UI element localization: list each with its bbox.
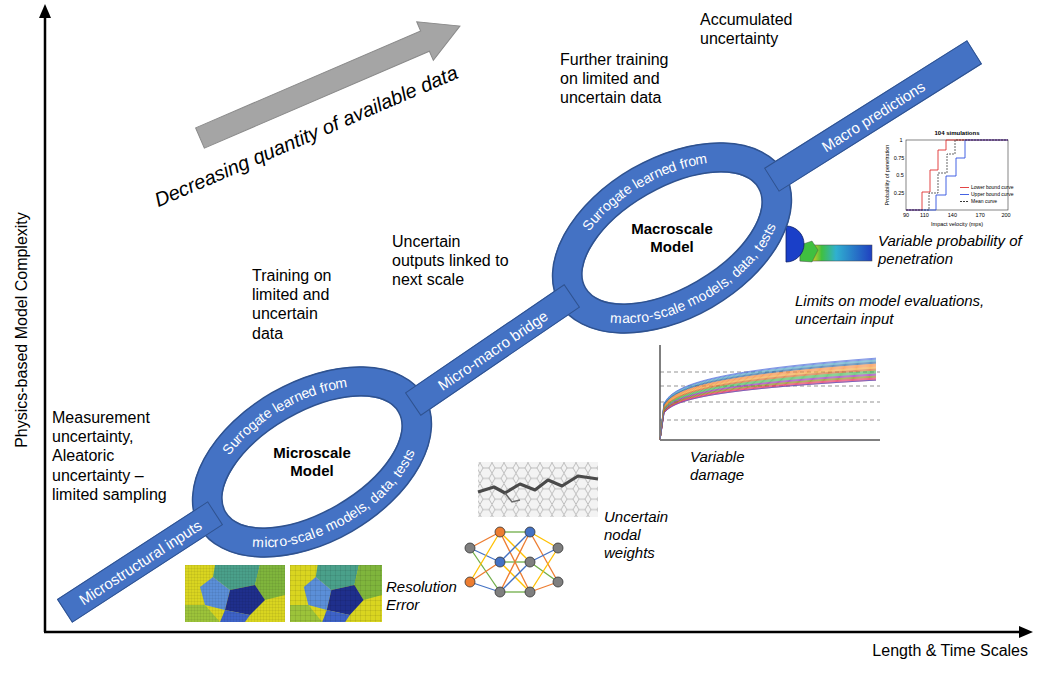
- ring-edge: [200, 369, 423, 556]
- chart-text: 104 simulations: [934, 130, 979, 137]
- damage-chart: [660, 345, 880, 440]
- nn-node: [553, 577, 563, 587]
- damage-curve: [660, 359, 876, 440]
- annotation: Limits on model evaluations, uncertain i…: [795, 292, 1010, 328]
- annotation: Further training on limited and uncertai…: [560, 50, 678, 108]
- damage-curve: [660, 380, 876, 440]
- damage-curve: [660, 371, 876, 440]
- damage-curve: [660, 370, 876, 440]
- nn-node: [553, 543, 563, 553]
- chart-text: 0.25: [894, 189, 905, 196]
- nn-weight: [470, 532, 500, 582]
- annotation: Resolution Error: [386, 578, 458, 614]
- chart-text: 90: [903, 212, 909, 219]
- legend-text: Upper bound curve: [971, 191, 1014, 198]
- damage-curve: [660, 378, 876, 440]
- damage-curve: [660, 376, 876, 440]
- chart-text: 1: [899, 137, 902, 144]
- band-label: Micro-macro bridge: [434, 307, 550, 394]
- nn-node: [495, 587, 505, 597]
- damage-curve: [660, 362, 876, 440]
- chart-legend: Lower bound curveUpper bound curveMean c…: [960, 184, 1014, 205]
- y-axis: [44, 16, 47, 632]
- chart-text: 0.5: [896, 172, 904, 179]
- nn-node: [525, 527, 535, 537]
- damage-curve: [660, 373, 876, 440]
- damage-curve: [660, 368, 876, 440]
- model-title: Macroscale Model: [622, 220, 722, 256]
- nn-node: [495, 557, 505, 567]
- legend-text: Mean curve: [971, 198, 997, 205]
- nn-node: [465, 543, 475, 553]
- model-ring: Surrogate learned frommacro-scale models…: [527, 123, 817, 353]
- chart-text: 170: [976, 212, 985, 219]
- axis-title: Length & Time Scales: [860, 641, 1028, 660]
- nn-weight: [500, 532, 530, 562]
- nn-node: [525, 587, 535, 597]
- legend-text: Lower bound curve: [971, 184, 1014, 191]
- damage-curve: [660, 367, 876, 440]
- fe-impact-image: [786, 226, 872, 262]
- damage-curve: [660, 364, 876, 440]
- ring-edge: [527, 123, 817, 353]
- nn-weight: [470, 548, 500, 592]
- chart-text: 140: [948, 212, 957, 219]
- annotation: Uncertain outputs linked to next scale: [392, 232, 514, 290]
- model-title: Microscale Model: [262, 444, 362, 480]
- chart-text: 200: [1001, 212, 1010, 219]
- damage-curve: [660, 369, 876, 440]
- annotation: Accumulated uncertainty: [700, 10, 820, 48]
- damage-curve: [660, 374, 876, 440]
- ring-edge: [560, 145, 783, 332]
- annotation: Variable damage: [690, 448, 770, 484]
- probability-chart: [906, 140, 1008, 210]
- legend-sample: [960, 199, 969, 204]
- chart-text: 0.75: [894, 154, 905, 161]
- chart-text: Probability of penetration: [884, 145, 891, 206]
- ring-band: [540, 124, 804, 352]
- damage-curve: [660, 365, 876, 440]
- damage-curve: [660, 360, 876, 440]
- nn-weight: [530, 548, 558, 592]
- damage-curve: [660, 375, 876, 440]
- nn-weight: [500, 532, 530, 562]
- nn-node: [525, 557, 535, 567]
- flow-band: Micro-macro bridge: [404, 284, 579, 416]
- annotation: Uncertain nodal weights: [604, 508, 684, 562]
- damage-curve: [660, 366, 876, 440]
- chart-text: Impact velocity (mps): [931, 221, 983, 228]
- damage-curve: [660, 358, 876, 440]
- legend-sample: [960, 185, 969, 190]
- annotation: Measurement uncertainty, Aleatoric uncer…: [52, 408, 180, 504]
- ring-band: [180, 348, 444, 576]
- nn-weight: [530, 532, 558, 582]
- microstructure-fine: [185, 565, 285, 622]
- damage-curve: [660, 361, 876, 440]
- nn-node: [465, 577, 475, 587]
- y-axis-head: [39, 4, 51, 18]
- microstructure-coarse: [290, 565, 382, 622]
- crack-image: [478, 462, 598, 517]
- annotation: Variable probability of penetration: [878, 232, 1030, 268]
- x-axis: [44, 631, 1020, 634]
- damage-curve: [660, 363, 876, 440]
- x-axis-head: [1019, 626, 1033, 638]
- chart-text: 110: [920, 212, 929, 219]
- nn-weight: [500, 562, 530, 592]
- damage-curve: [660, 372, 876, 440]
- legend-sample: [960, 192, 969, 197]
- model-ring: Surrogate learned frommicro-scale models…: [167, 347, 457, 577]
- nn-weight: [470, 562, 500, 582]
- axis-title: Physics-based Model Complexity: [12, 212, 31, 448]
- annotation: Training on limited and uncertain data: [252, 266, 352, 343]
- neural-net: [465, 527, 563, 597]
- nn-node: [495, 527, 505, 537]
- ring-edge: [167, 347, 457, 577]
- nn-weight: [500, 562, 530, 592]
